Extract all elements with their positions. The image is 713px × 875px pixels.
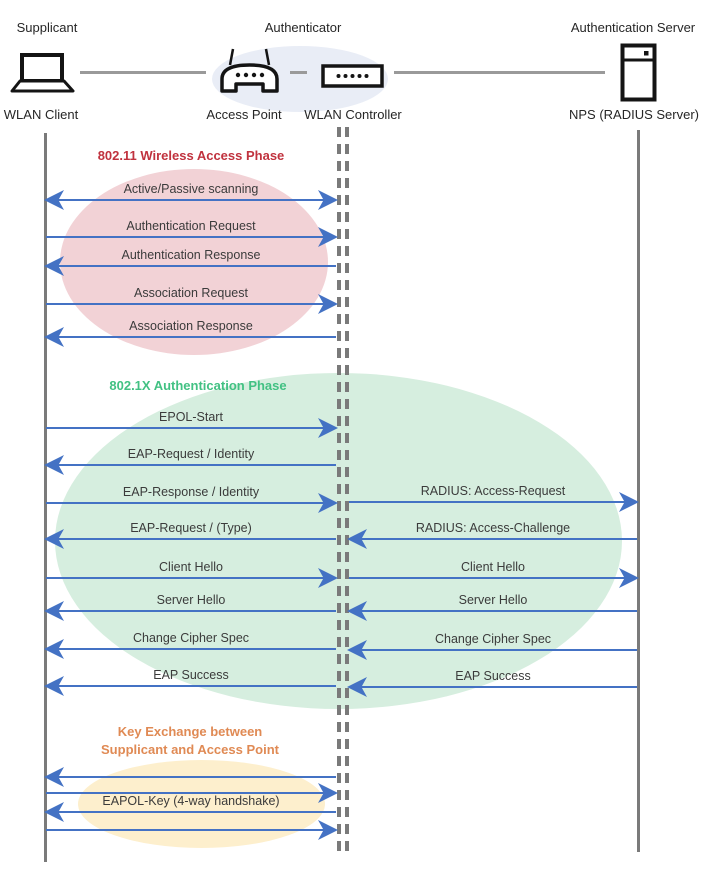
message-label: Association Response: [129, 319, 253, 333]
wlan-controller-icon: [321, 64, 384, 88]
message-label: RADIUS: Access-Challenge: [415, 521, 571, 535]
role-label-supplicant: Supplicant: [16, 20, 78, 35]
server-icon: [620, 43, 657, 102]
connector-ap-controller: [290, 71, 307, 74]
message-label: Server Hello: [458, 593, 528, 607]
message-label: RADIUS: Access-Request: [420, 484, 566, 498]
device-label-wlan-controller: WLAN Controller: [304, 107, 402, 122]
message-label: Authentication Request: [126, 219, 256, 233]
message-label: Change Cipher Spec: [434, 632, 552, 646]
device-label-wlan-client: WLAN Client: [3, 107, 79, 122]
role-label-authentication-server: Authentication Server: [570, 20, 696, 35]
message-label: Client Hello: [461, 560, 525, 574]
phase1-title: 802.11 Wireless Access Phase: [97, 148, 285, 163]
role-label-authenticator: Authenticator: [264, 20, 342, 35]
connector-client-ap: [80, 71, 206, 74]
phase3-ellipse: [78, 760, 325, 848]
message-label: EAP Success: [153, 668, 229, 682]
message-label: EAPOL-Key (4-way handshake): [102, 794, 280, 808]
message-label: Change Cipher Spec: [132, 631, 250, 645]
laptop-icon: [10, 53, 75, 93]
message-label: Authentication Response: [121, 248, 261, 262]
message-label: EAP-Request / (Type): [130, 521, 252, 535]
connector-controller-server: [394, 71, 605, 74]
message-label: EAP-Request / Identity: [127, 447, 255, 461]
device-label-access-point: Access Point: [206, 107, 282, 122]
lifeline-server: [637, 130, 640, 852]
device-label-nps-radius-server: NPS (RADIUS Server): [568, 107, 700, 122]
message-label: EAP Success: [455, 669, 531, 683]
message-label: Association Request: [134, 286, 248, 300]
lifeline-controller-dashed-right: [345, 127, 349, 852]
lifeline-controller-dashed-left: [337, 127, 341, 852]
message-label: Active/Passive scanning: [123, 182, 259, 196]
lifeline-client: [44, 133, 47, 862]
message-label: EAP-Response / Identity: [122, 485, 260, 499]
message-label: Server Hello: [156, 593, 226, 607]
phase2-title: 802.1X Authentication Phase: [109, 378, 287, 393]
message-label: EPOL-Start: [159, 410, 223, 424]
message-label: Client Hello: [159, 560, 223, 574]
phase3-title: Key Exchange between Supplicant and Acce…: [101, 724, 279, 757]
access-point-icon: [220, 48, 279, 93]
